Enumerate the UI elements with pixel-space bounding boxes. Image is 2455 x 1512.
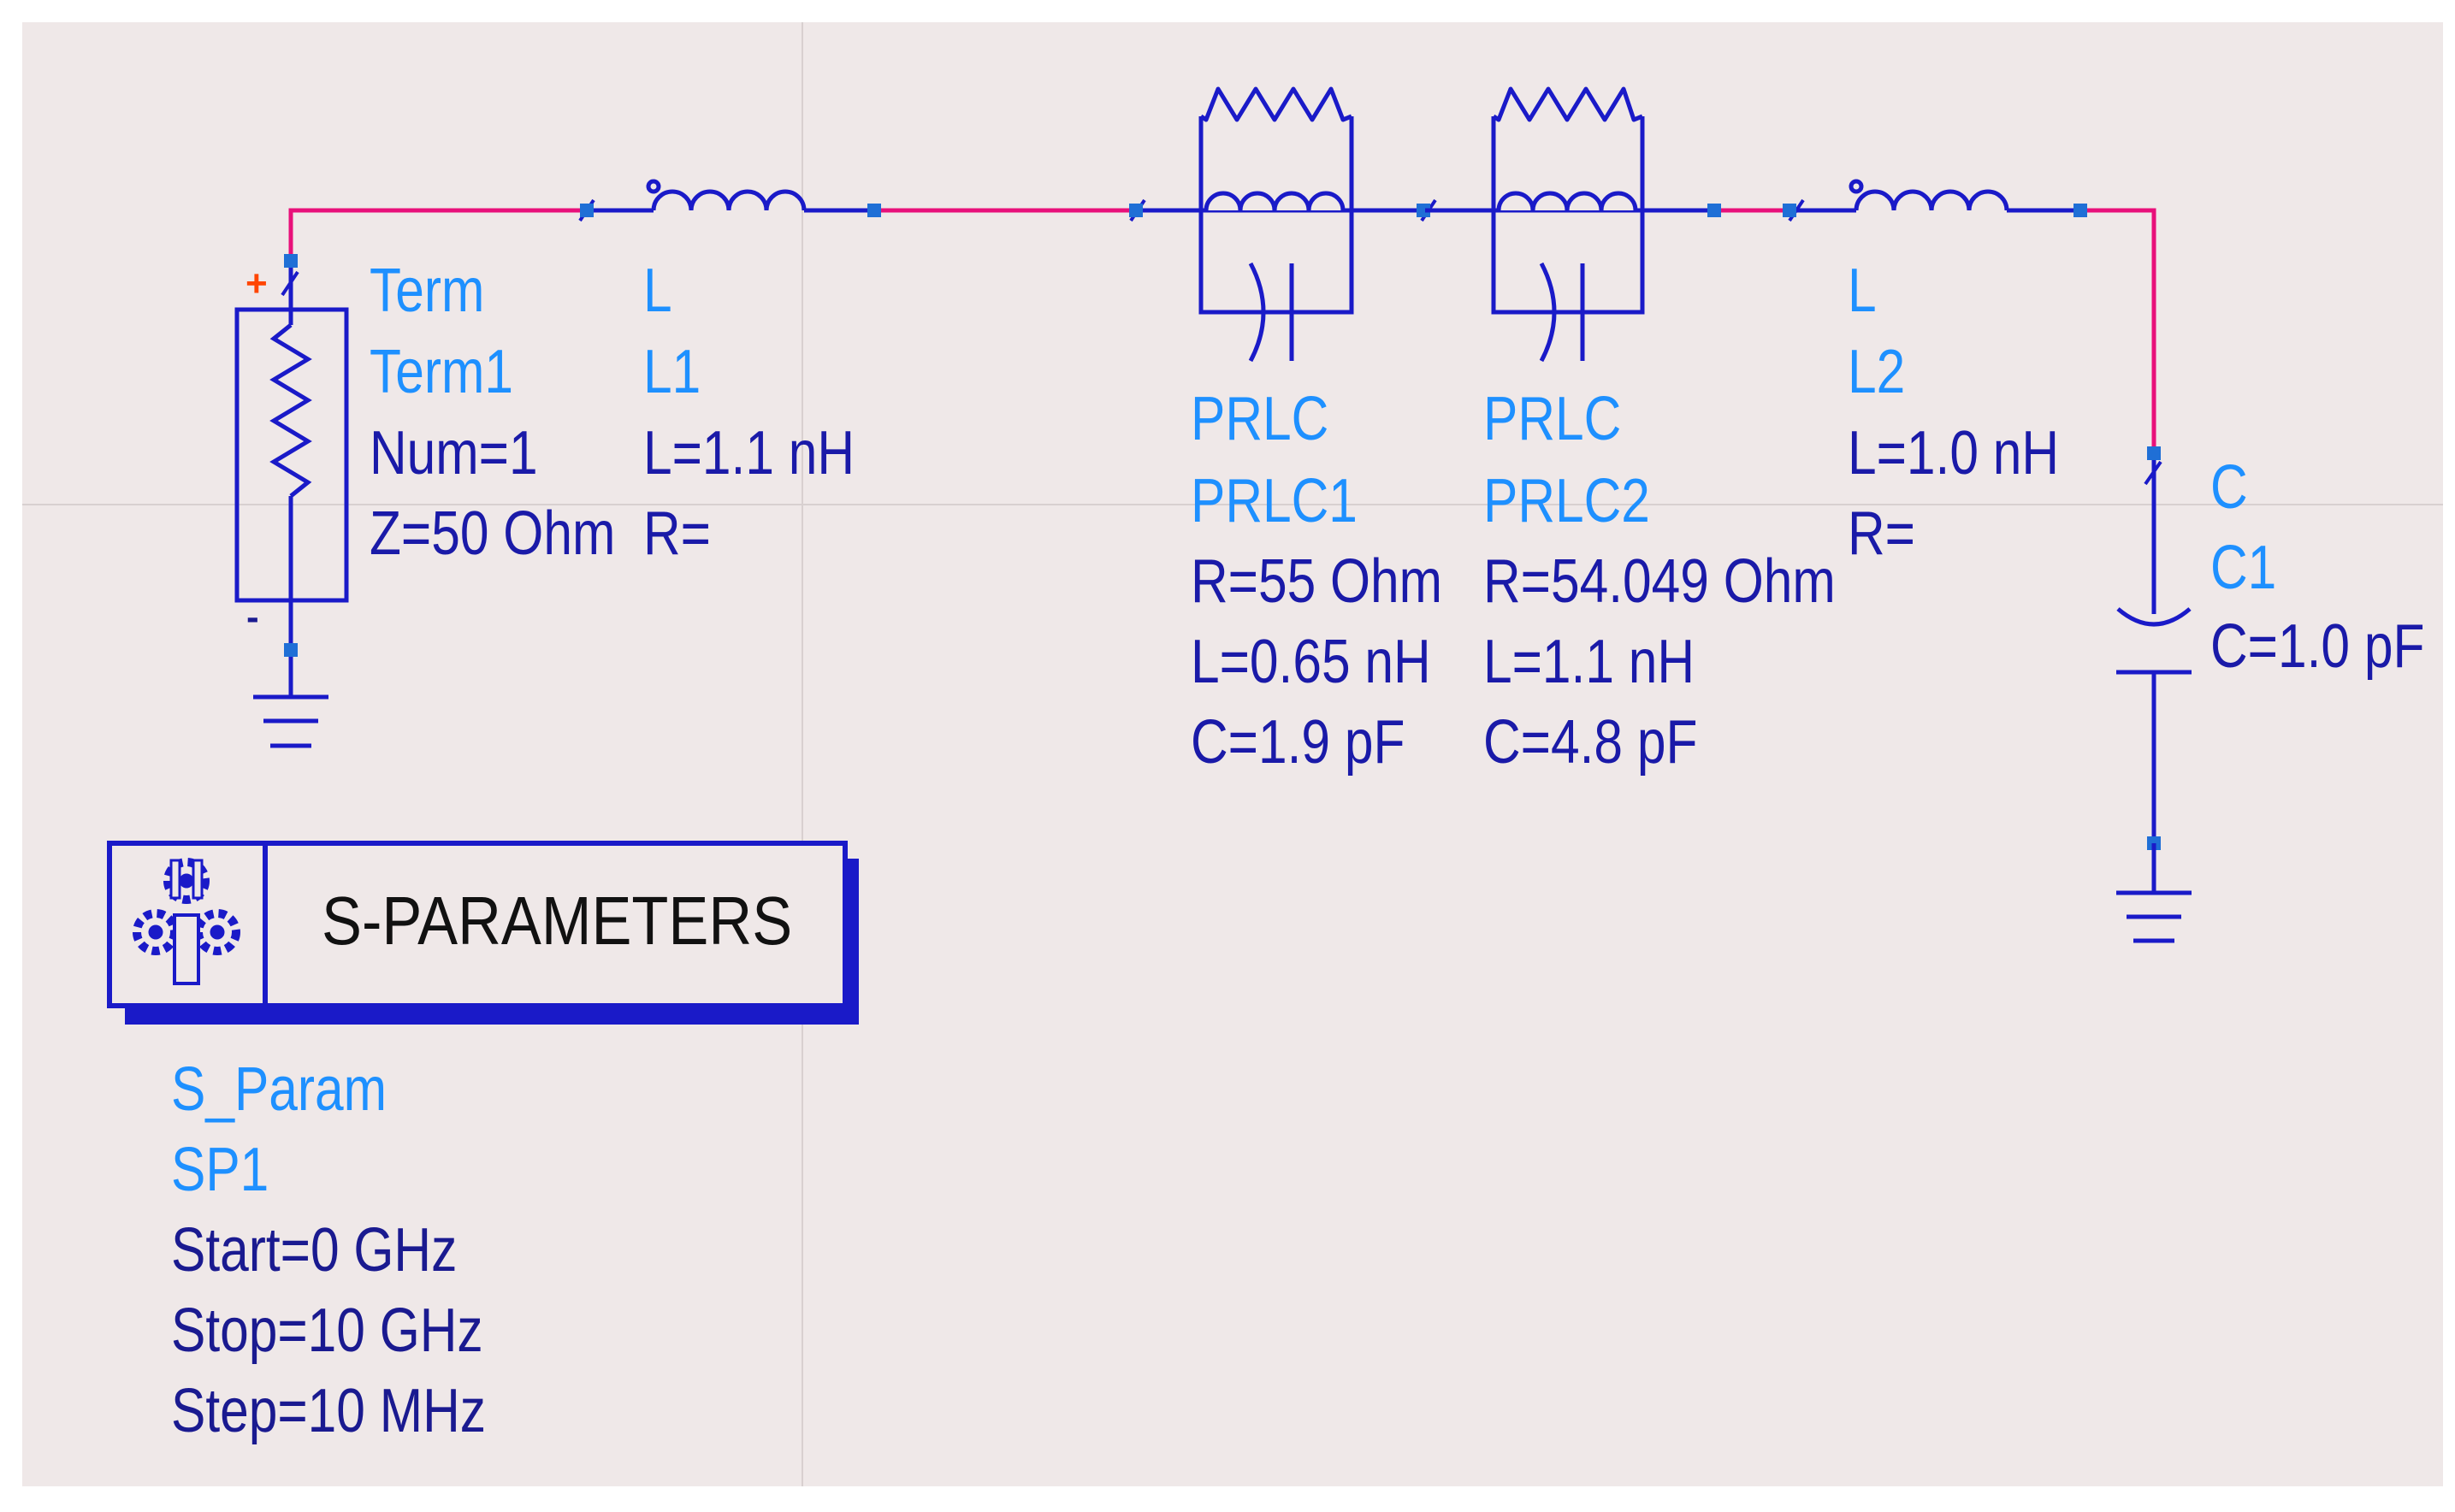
l2-param-r: R= (1848, 499, 1915, 568)
l1-param-l: L=1.1 nH (643, 419, 855, 487)
prlc1-id-label: PRLC1 (1191, 467, 1358, 535)
prlc2-type-label: PRLC (1483, 385, 1621, 453)
prlc2-param-r: R=54.049 Ohm (1483, 547, 1836, 616)
pin-l1-left[interactable] (580, 204, 594, 217)
c1-param-c: C=1.0 pF (2210, 612, 2424, 681)
pin-term1-top[interactable] (284, 254, 298, 268)
prlc2-id-label: PRLC2 (1483, 467, 1650, 535)
pin-term1-bottom[interactable] (284, 643, 298, 657)
sparam-param-stop: Stop=10 GHz (171, 1296, 483, 1365)
sparam-param-step: Step=10 MHz (171, 1377, 486, 1445)
pin-prlc1-left[interactable] (1129, 204, 1143, 217)
sparam-type-label: S_Param (171, 1055, 387, 1124)
l1-labels: L L1 L=1.1 nH R= (643, 257, 855, 568)
c1-type-label: C (2210, 453, 2248, 522)
sparam-labels: S_Param SP1 Start=0 GHz Stop=10 GHz Step… (171, 1055, 486, 1445)
l1-type-label: L (643, 257, 672, 325)
pin-l1-right[interactable] (867, 204, 881, 217)
c1-symbol[interactable] (2116, 453, 2192, 843)
prlc1-param-r: R=55 Ohm (1191, 547, 1442, 616)
prlc2-param-c: C=4.8 pF (1483, 708, 1697, 777)
c1-labels: C C1 C=1.0 pF (2210, 453, 2424, 681)
sparam-id-label: SP1 (171, 1136, 269, 1204)
pin-c1-top[interactable] (2147, 446, 2161, 460)
l2-param-l: L=1.0 nH (1848, 419, 2059, 487)
term1-symbol[interactable] (234, 261, 349, 697)
term1-plus-sign: + (246, 263, 268, 304)
prlc1-labels: PRLC PRLC1 R=55 Ohm L=0.65 nH C=1.9 pF (1191, 385, 1442, 777)
term1-minus-sign: - (246, 596, 259, 638)
sparam-title: S-PARAMETERS (322, 883, 792, 959)
c1-id-label: C1 (2210, 534, 2276, 602)
l2-type-label: L (1848, 257, 1877, 325)
term1-param-num: Num=1 (370, 419, 538, 487)
term1-id-label: Term1 (370, 338, 513, 406)
prlc1-symbol[interactable] (1129, 86, 1437, 363)
wires (288, 208, 2156, 453)
pin-l2-left[interactable] (1783, 204, 1796, 217)
l1-param-r: R= (643, 499, 711, 568)
ground-c1-icon (2116, 843, 2192, 943)
pin-prlc1-right[interactable] (1417, 204, 1430, 217)
sparam-param-start: Start=0 GHz (171, 1216, 457, 1285)
wire-term-to-l1[interactable] (288, 208, 587, 261)
pin-prlc2-right[interactable] (1707, 204, 1721, 217)
l2-id-label: L2 (1848, 338, 1905, 406)
term1-labels: Term Term1 Num=1 Z=50 Ohm (370, 257, 615, 568)
term1-param-z: Z=50 Ohm (370, 499, 615, 568)
prlc1-param-c: C=1.9 pF (1191, 708, 1405, 777)
gear-cluster-icon (133, 858, 240, 985)
wire-l2-to-c1[interactable] (2080, 208, 2156, 453)
l2-labels: L L2 L=1.0 nH R= (1848, 257, 2059, 568)
prlc2-labels: PRLC PRLC2 R=54.049 Ohm L=1.1 nH C=4.8 p… (1483, 385, 1836, 777)
prlc1-type-label: PRLC (1191, 385, 1328, 453)
term1-type-label: Term (370, 257, 484, 325)
l1-id-label: L1 (643, 338, 701, 406)
prlc1-param-l: L=0.65 nH (1191, 628, 1431, 696)
prlc2-param-l: L=1.1 nH (1483, 628, 1695, 696)
pin-l2-right[interactable] (2073, 204, 2087, 217)
canvas-area (22, 22, 2443, 1486)
ground-term1-icon (253, 694, 328, 748)
prlc2-symbol[interactable] (1425, 86, 1714, 363)
sparam-controller[interactable]: S-PARAMETERS (107, 841, 859, 1025)
